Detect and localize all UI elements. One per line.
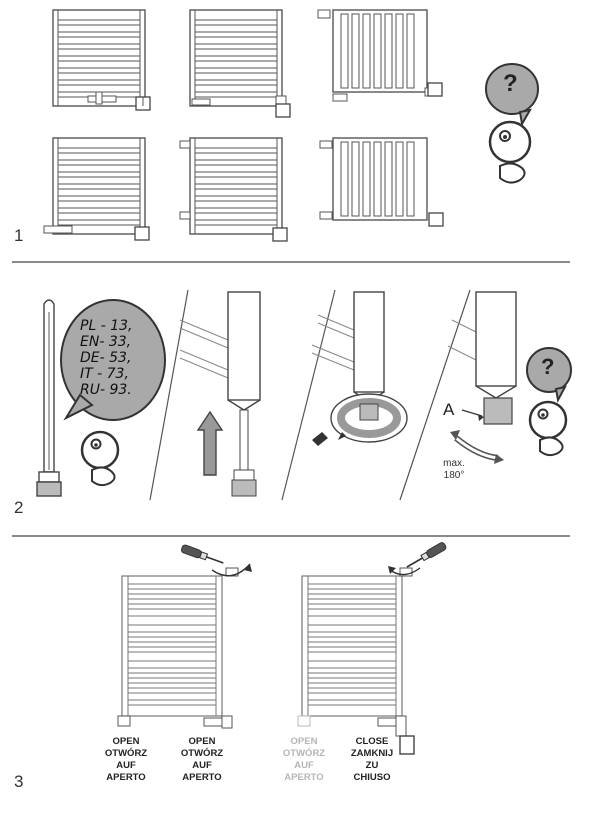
label-line: OPEN bbox=[188, 736, 216, 747]
thread-code: DE- 53, bbox=[80, 350, 132, 366]
thread-code: PL - 13, bbox=[80, 318, 133, 334]
question-mark-icon: ? bbox=[503, 70, 518, 97]
label-line: OTWÓRZ bbox=[180, 748, 224, 759]
label-line: AUF bbox=[116, 760, 136, 771]
label-line: ZAMKNIJ bbox=[350, 748, 394, 759]
section-1-configurations bbox=[43, 9, 444, 242]
label-line: OPEN bbox=[112, 736, 140, 747]
label-line: APERTO bbox=[106, 772, 146, 783]
valve-label-open: OPEN OTWÓRZ AUF APERTO bbox=[172, 736, 232, 784]
thread-code: RU- 93. bbox=[80, 382, 132, 398]
max-label: max. bbox=[443, 458, 465, 469]
thinking-person-icon bbox=[485, 63, 539, 184]
valve-label-close: CLOSE ZAMKNIJ ZU CHIUSO bbox=[342, 736, 402, 784]
thread-code: EN- 33, bbox=[80, 334, 132, 350]
label-line: OPEN bbox=[290, 736, 318, 747]
label-a: A bbox=[443, 400, 455, 419]
valve-label-open: OPEN OTWÓRZ AUF APERTO bbox=[96, 736, 156, 784]
label-line: OTWÓRZ bbox=[282, 748, 326, 759]
section-3-valves bbox=[117, 540, 448, 755]
step-number-2: 2 bbox=[14, 498, 24, 517]
label-line: CHIUSO bbox=[353, 772, 391, 783]
label-line: AUF bbox=[294, 760, 314, 771]
thread-code-list: PL - 13, EN- 33, DE- 53, IT - 73, RU- 93… bbox=[80, 318, 170, 398]
label-line: APERTO bbox=[182, 772, 222, 783]
label-line: OTWÓRZ bbox=[104, 748, 148, 759]
label-line: CLOSE bbox=[355, 736, 389, 747]
label-line: AUF bbox=[192, 760, 212, 771]
question-mark-icon: ? bbox=[541, 354, 555, 379]
step-number-1: 1 bbox=[14, 226, 24, 245]
degree-label: 180° bbox=[443, 470, 465, 481]
thread-code: IT - 73, bbox=[80, 366, 129, 382]
section-2-installation bbox=[36, 289, 572, 501]
label-line: APERTO bbox=[284, 772, 324, 783]
step-number-3: 3 bbox=[14, 772, 24, 791]
valve-label-open-inactive: OPEN OTWÓRZ AUF APERTO bbox=[274, 736, 334, 784]
max-rotation-label: max. 180° bbox=[436, 458, 472, 482]
label-line: ZU bbox=[365, 760, 379, 771]
